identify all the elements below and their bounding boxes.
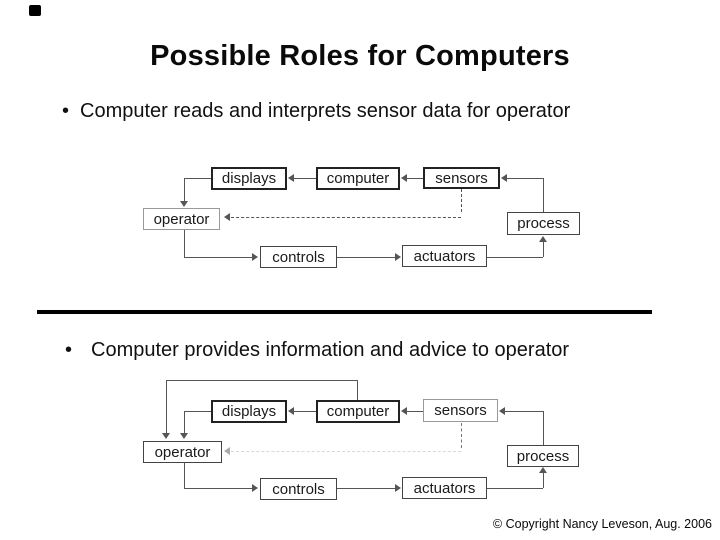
arrowhead-left-icon bbox=[501, 174, 507, 182]
bullet-item: • Computer reads and interprets sensor d… bbox=[62, 100, 570, 123]
node-process: process bbox=[507, 212, 580, 235]
node-operator: operator bbox=[143, 441, 222, 463]
node-displays: displays bbox=[211, 167, 287, 190]
arrowhead-right-icon bbox=[252, 253, 258, 261]
connector-segment bbox=[487, 257, 543, 258]
node-computer: computer bbox=[316, 400, 400, 423]
arrowhead-left-icon bbox=[288, 174, 294, 182]
connector-segment bbox=[461, 423, 462, 448]
connector-segment bbox=[405, 178, 423, 179]
connector-segment bbox=[461, 189, 462, 212]
connector-segment bbox=[184, 178, 185, 201]
arrowhead-right-icon bbox=[395, 484, 401, 492]
arrowhead-right-icon bbox=[252, 484, 258, 492]
connector-segment bbox=[184, 411, 211, 412]
connector-segment bbox=[184, 463, 185, 488]
page-title: Possible Roles for Computers bbox=[150, 40, 570, 72]
node-computer: computer bbox=[316, 167, 400, 190]
connector-segment bbox=[487, 488, 543, 489]
connector-segment bbox=[503, 411, 543, 412]
connector-segment bbox=[184, 178, 211, 179]
corner-marker-icon bbox=[29, 5, 41, 16]
connector-segment bbox=[166, 380, 167, 433]
node-controls: controls bbox=[260, 478, 337, 500]
connector-segment bbox=[543, 472, 544, 488]
arrowhead-left-icon bbox=[401, 174, 407, 182]
connector-segment bbox=[184, 230, 185, 257]
arrowhead-down-icon bbox=[180, 201, 188, 207]
connector-segment bbox=[292, 178, 316, 179]
arrowhead-left-icon bbox=[499, 407, 505, 415]
arrowhead-down-icon bbox=[162, 433, 170, 439]
connector-segment bbox=[231, 217, 461, 218]
connector-segment bbox=[166, 380, 357, 381]
arrowhead-left-icon bbox=[401, 407, 407, 415]
node-operator: operator bbox=[143, 208, 220, 230]
arrowhead-down-icon bbox=[180, 433, 188, 439]
connector-segment bbox=[405, 411, 423, 412]
connector-segment bbox=[184, 488, 252, 489]
connector-segment bbox=[543, 178, 544, 212]
node-actuators: actuators bbox=[402, 477, 487, 499]
node-sensors: sensors bbox=[423, 399, 498, 422]
node-process: process bbox=[507, 445, 579, 467]
connector-segment bbox=[357, 380, 358, 400]
arrowhead-left-icon bbox=[224, 447, 230, 455]
arrowhead-up-icon bbox=[539, 467, 547, 473]
bullet-text: Computer provides information and advice… bbox=[91, 339, 570, 361]
bullet-icon: • bbox=[62, 100, 70, 122]
node-controls: controls bbox=[260, 246, 337, 268]
connector-segment bbox=[231, 451, 461, 452]
bullet-item: • Computer provides information and advi… bbox=[65, 339, 569, 362]
connector-segment bbox=[337, 257, 395, 258]
connector-segment bbox=[184, 411, 185, 433]
section-divider bbox=[37, 310, 652, 314]
arrowhead-left-icon bbox=[288, 407, 294, 415]
connector-segment bbox=[505, 178, 543, 179]
bullet-icon: • bbox=[65, 339, 73, 361]
arrowhead-right-icon bbox=[395, 253, 401, 261]
copyright-text: © Copyright Nancy Leveson, Aug. 2006 bbox=[492, 517, 712, 531]
node-sensors: sensors bbox=[423, 167, 500, 189]
connector-segment bbox=[543, 241, 544, 257]
node-displays: displays bbox=[211, 400, 287, 423]
connector-segment bbox=[292, 411, 316, 412]
node-actuators: actuators bbox=[402, 245, 487, 267]
connector-segment bbox=[184, 257, 252, 258]
arrowhead-up-icon bbox=[539, 236, 547, 242]
connector-segment bbox=[543, 411, 544, 445]
bullet-text: Computer reads and interprets sensor dat… bbox=[80, 100, 571, 122]
arrowhead-left-icon bbox=[224, 213, 230, 221]
connector-segment bbox=[337, 488, 395, 489]
